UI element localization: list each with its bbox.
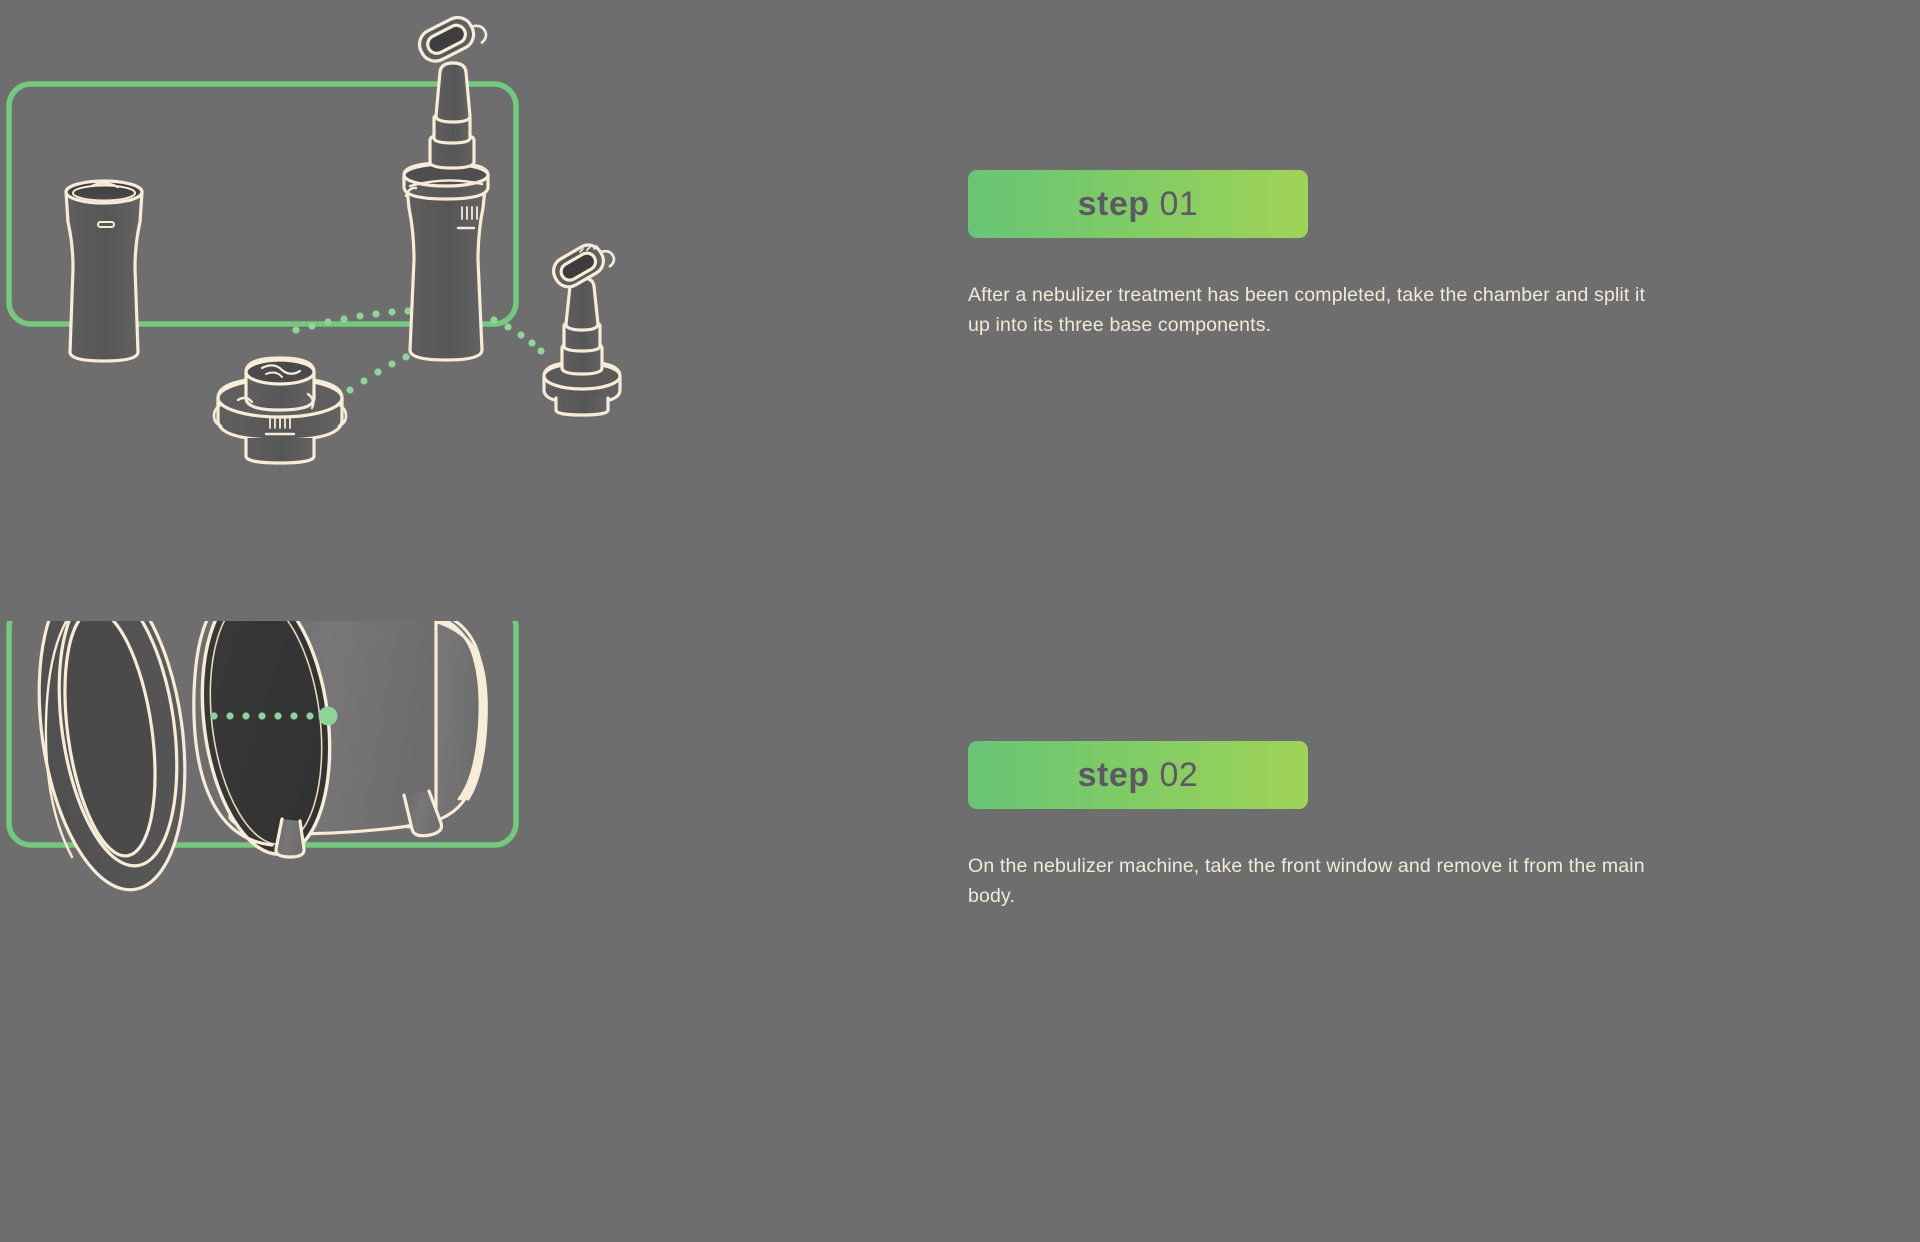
step-badge-word-01: step	[1077, 184, 1150, 223]
green-frame-step-01	[6, 81, 519, 327]
illustration-step-02	[0, 621, 900, 1242]
step-badge-label-01: step 01	[1078, 185, 1199, 224]
nebulizer-machine-illustration	[6, 621, 519, 892]
step-badge-number-01: 01	[1159, 184, 1199, 223]
part-mouthpiece-detached	[542, 243, 622, 417]
step-badge-number-02: 02	[1159, 755, 1199, 794]
step-badge-label-02: step 02	[1078, 756, 1199, 795]
part-machine-legs	[274, 789, 444, 859]
green-hub-dot-step-02	[318, 706, 338, 726]
text-column-step-02: step 02 On the nebulizer machine, take t…	[968, 741, 1728, 931]
part-assembled-chamber	[402, 15, 490, 362]
step-badge-02[interactable]: step 02	[968, 741, 1308, 809]
step-section-02: step 02 On the nebulizer machine, take t…	[0, 621, 1920, 1242]
nebulizer-chamber-exploded-illustration	[6, 15, 622, 465]
dotted-connector-step-02	[210, 712, 314, 720]
part-chamber-cup	[64, 179, 144, 363]
step-description-02: On the nebulizer machine, take the front…	[968, 855, 1645, 908]
step-description-01: After a nebulizer treatment has been com…	[968, 284, 1646, 337]
dotted-connector-step-01	[292, 307, 545, 394]
part-baffle-cap	[212, 356, 348, 465]
step-badge-01[interactable]: step 01	[968, 170, 1308, 238]
step-badge-word-02: step	[1077, 755, 1150, 794]
step-section-01: step 01 After a nebulizer treatment has …	[0, 0, 1728, 621]
text-column-step-01: step 01 After a nebulizer treatment has …	[968, 170, 1728, 360]
part-front-window-cover	[37, 621, 187, 892]
window-rim-highlight	[192, 621, 274, 847]
illustration-step-01	[0, 0, 900, 621]
